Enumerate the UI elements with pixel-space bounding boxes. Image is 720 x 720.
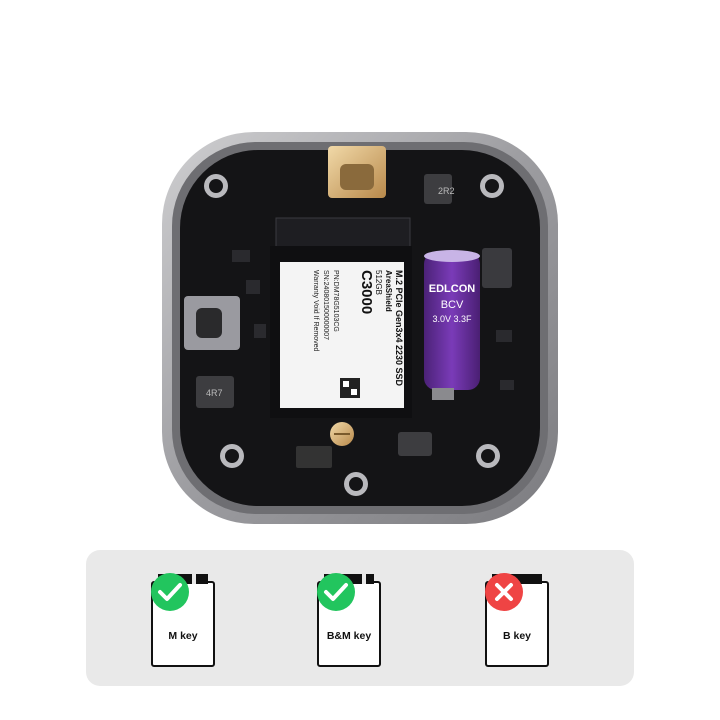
svg-text:C3000: C3000	[358, 270, 375, 314]
check-icon	[317, 573, 355, 611]
svg-text:PN:DM78G5103CG: PN:DM78G5103CG	[332, 270, 339, 332]
key-compatibility-panel: M key B&M key B key	[86, 550, 634, 686]
key-label: B&M key	[326, 630, 372, 642]
svg-text:512GB: 512GB	[374, 270, 383, 295]
key-label: B key	[502, 630, 532, 642]
usb-c-port-top	[328, 146, 386, 198]
svg-text:Warranty Void If Removed: Warranty Void If Removed	[312, 270, 319, 352]
cross-icon	[485, 573, 523, 611]
svg-text:AreaShield: AreaShield	[384, 270, 393, 312]
svg-text:3.0V 3.3F: 3.0V 3.3F	[432, 314, 472, 324]
svg-text:M.2 PCIe Gen3x4 2230 SSD: M.2 PCIe Gen3x4 2230 SSD	[394, 270, 404, 387]
bm-key-card: B&M key	[316, 572, 382, 668]
svg-text:SN:240801500000007: SN:240801500000007	[322, 270, 329, 340]
svg-text:EDLCON: EDLCON	[429, 283, 476, 295]
product-photo: M.2 PCIe Gen3x4 2230 SSD AreaShield 512G…	[162, 132, 558, 524]
svg-text:nvme: nvme	[403, 270, 412, 290]
check-icon	[151, 573, 189, 611]
brass-screw	[330, 422, 354, 446]
svg-text:4R7: 4R7	[206, 388, 223, 398]
m-key-card: M key	[150, 572, 216, 668]
m2-connector	[275, 217, 411, 249]
components	[196, 174, 514, 468]
b-key-card: B key	[484, 572, 550, 668]
svg-text:BCV: BCV	[441, 299, 464, 311]
mounting-holes	[204, 174, 504, 496]
supercapacitor: EDLCON BCV 3.0V 3.3F	[424, 250, 480, 390]
usb-c-port-left	[184, 296, 240, 350]
key-label: M key	[168, 630, 198, 642]
svg-text:2R2: 2R2	[438, 186, 455, 196]
ssd-module: M.2 PCIe Gen3x4 2230 SSD AreaShield 512G…	[270, 246, 412, 418]
